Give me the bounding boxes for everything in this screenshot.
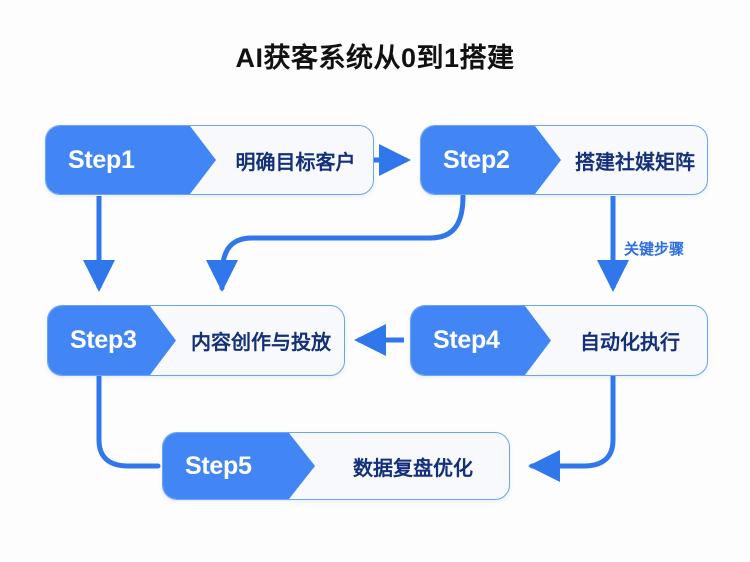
step-box-step5[interactable]: Step5 数据复盘优化 [162, 432, 510, 500]
step-box-step3[interactable]: Step3 内容创作与投放 [47, 305, 345, 376]
step-chevron-step4: Step4 [411, 306, 551, 375]
step-tag-step5: Step5 [185, 451, 252, 480]
step-label-step5: 数据复盘优化 [353, 457, 473, 480]
step-label-step3: 内容创作与投放 [191, 332, 331, 354]
step-chevron-step3: Step3 [48, 306, 176, 375]
step-tag-step2: Step2 [443, 145, 510, 174]
step-chevron-step2: Step2 [421, 126, 561, 194]
annotation-key-step: 关键步骤 [624, 241, 685, 258]
connector-step4-to-step5 [527, 373, 616, 483]
step-box-step1[interactable]: Step1 明确目标客户 [45, 125, 374, 195]
step-label-step4: 自动化执行 [580, 332, 680, 354]
step-box-step4[interactable]: Step4 自动化执行 [410, 305, 708, 376]
step-tag-step4: Step4 [433, 326, 500, 354]
page-title: AI获客系统从0到1搭建 [235, 43, 515, 73]
step-tag-step1: Step1 [68, 145, 135, 174]
step-label-step2: 搭建社媒矩阵 [575, 151, 695, 174]
step-chevron-step1: Step1 [46, 126, 216, 194]
step-box-step2[interactable]: Step2 搭建社媒矩阵 [420, 125, 708, 195]
step-chevron-step5: Step5 [163, 433, 315, 499]
step-label-step1: 明确目标客户 [235, 151, 356, 174]
step-tag-step3: Step3 [70, 326, 137, 354]
connector-step2-to-step3 [206, 193, 466, 293]
connector-step3-to-step5 [96, 373, 161, 469]
